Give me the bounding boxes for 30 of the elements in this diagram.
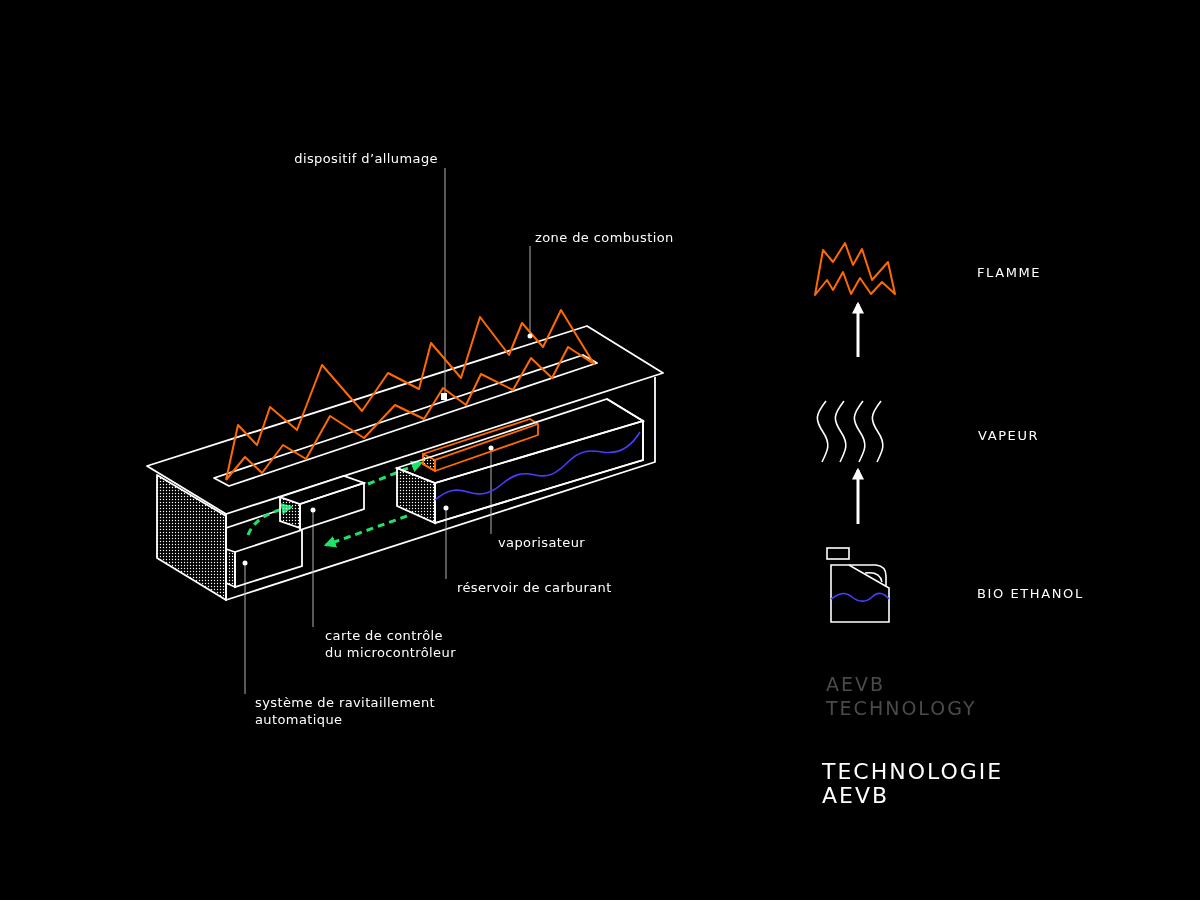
callout-label: carte de contrôle du microcontrôleur	[313, 627, 458, 661]
title: TECHNOLOGIE AEVB	[822, 760, 1005, 808]
callout-label: dispositif d’allumage	[270, 150, 445, 167]
arrow	[852, 467, 864, 524]
faded-heading: AEVB TECHNOLOGY	[826, 672, 978, 720]
callout-label: réservoir de carburant	[446, 579, 646, 596]
callout-label: zone de combustion	[530, 229, 710, 246]
refuel-unit	[225, 528, 303, 589]
flame-icon	[814, 242, 896, 296]
stage-label: BIO ETHANOL	[977, 586, 1084, 601]
vaporizer	[422, 418, 539, 473]
leader-line	[244, 562, 246, 695]
leader-line	[312, 509, 314, 628]
stage-label: VAPEUR	[978, 428, 1040, 443]
leader-line	[445, 507, 447, 580]
callout-label: vaporisateur	[491, 534, 621, 551]
stage-label: FLAMME	[977, 265, 1042, 280]
vapor-icon	[816, 400, 884, 463]
leader-line	[529, 245, 531, 337]
igniter	[441, 393, 447, 400]
fuel-tank	[394, 398, 646, 525]
arrow	[852, 301, 864, 357]
control-board	[277, 475, 367, 532]
leader-line	[490, 447, 492, 535]
fuel-canister-icon	[826, 547, 890, 623]
callout-label: système de ravitaillement automatique	[245, 694, 475, 728]
flow-arrow	[323, 514, 408, 548]
flow-arrow	[367, 460, 424, 486]
flame	[225, 309, 595, 481]
leader-line	[444, 167, 446, 395]
